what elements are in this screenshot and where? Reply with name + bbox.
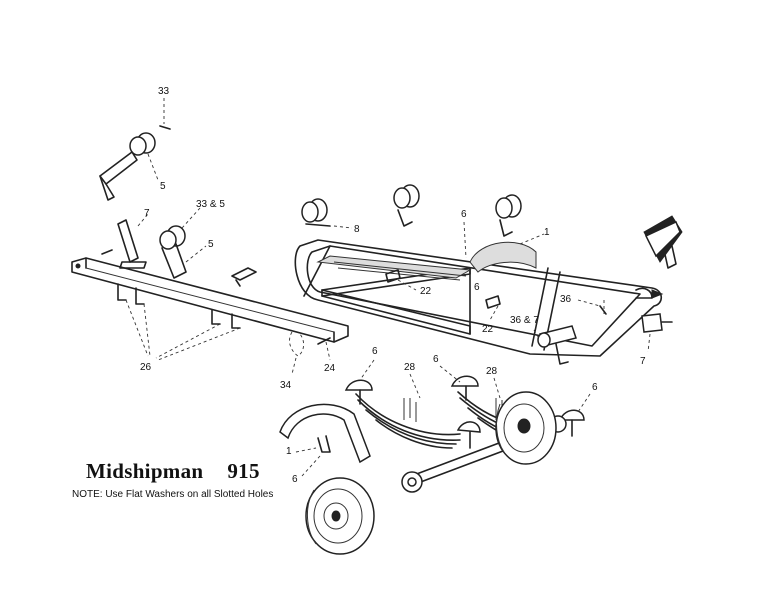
callout-33-and-5: 33 & 5 xyxy=(196,199,225,210)
callout-6: 6 xyxy=(433,354,439,365)
winch-stand xyxy=(101,213,149,269)
model-number: 915 xyxy=(227,459,260,483)
trailer-frame xyxy=(294,239,663,357)
side-light xyxy=(641,313,673,353)
callout-8: 8 xyxy=(354,224,360,235)
callout-5: 5 xyxy=(160,181,166,192)
wheel-front xyxy=(305,477,375,555)
callout-labels: 33 5 7 33 & 5 5 8 6 1 6 22 22 36 36 & 7 … xyxy=(140,86,646,485)
callout-26: 26 xyxy=(140,362,152,373)
callout-28: 28 xyxy=(486,366,498,377)
model-name: Midshipman xyxy=(86,459,204,483)
callout-6: 6 xyxy=(372,346,378,357)
winch-crank-assembly xyxy=(99,125,171,201)
frame-end-cap xyxy=(599,287,664,315)
callout-22: 22 xyxy=(482,324,494,335)
callout-22: 22 xyxy=(420,286,432,297)
tongue-beam xyxy=(71,257,349,375)
callout-1: 1 xyxy=(544,227,550,238)
roller-bracket-left xyxy=(159,207,207,279)
tail-light-assembly xyxy=(533,325,577,365)
keel-roller-center xyxy=(393,184,420,227)
callout-1: 1 xyxy=(286,446,292,457)
callout-6: 6 xyxy=(474,282,480,293)
diagram-title: Midshipman 915 xyxy=(86,459,260,484)
fender-rear xyxy=(469,233,545,273)
keel-roller-left xyxy=(301,198,353,229)
callout-7: 7 xyxy=(144,208,150,219)
assembly-note: NOTE: Use Flat Washers on all Slotted Ho… xyxy=(72,489,274,500)
callout-36-and-7: 36 & 7 xyxy=(510,315,539,326)
callout-28: 28 xyxy=(404,362,416,373)
callout-36: 36 xyxy=(560,294,572,305)
callout-24: 24 xyxy=(324,363,336,374)
callout-6: 6 xyxy=(292,474,298,485)
keel-roller-right xyxy=(495,194,522,237)
callout-33: 33 xyxy=(158,86,170,97)
callout-34: 34 xyxy=(280,380,292,391)
callout-5: 5 xyxy=(208,239,214,250)
fender-front xyxy=(279,403,371,477)
callout-6: 6 xyxy=(592,382,598,393)
callout-7: 7 xyxy=(640,356,646,367)
wheel-rear xyxy=(495,391,557,465)
bow-roller xyxy=(643,215,683,269)
beam-clip xyxy=(231,267,257,287)
callout-6: 6 xyxy=(461,209,467,220)
